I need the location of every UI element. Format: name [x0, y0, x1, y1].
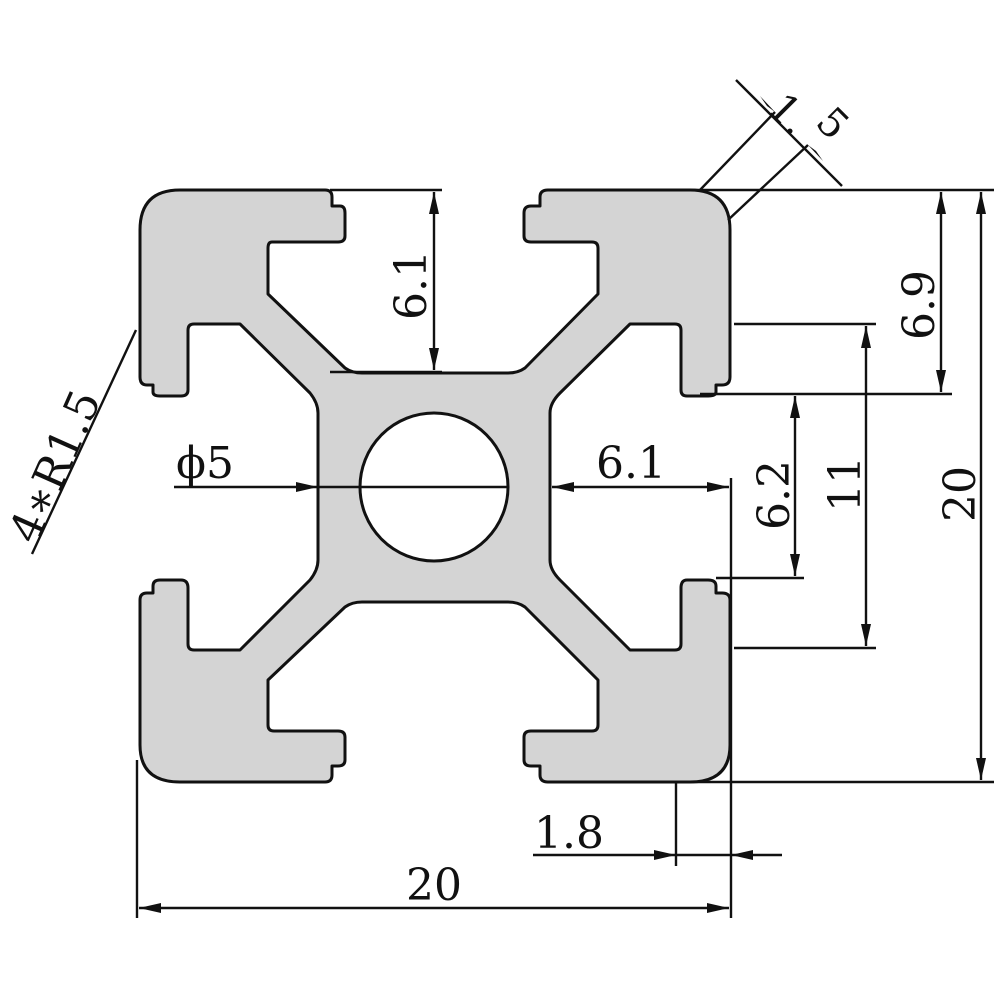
dim-wall-thickness: 1.8	[534, 808, 604, 859]
dim-chamfer-a: 1.	[759, 85, 819, 145]
dim-slot-width-outer: 6.9	[894, 270, 945, 340]
dim-corner-radius: 4∗R1.5	[0, 383, 112, 551]
dim-center-hole: ϕ5	[176, 438, 234, 489]
dim-slot-depth-right: 6.1	[596, 438, 666, 489]
dim-slot-width-mid: 11	[820, 456, 871, 512]
dimension-labels: 6.1 6.9 20 11 6.2 ϕ5 6.1 20 1.8 4∗R1.5 1…	[0, 85, 986, 911]
dim-height-total: 20	[935, 466, 986, 522]
dimension-lines	[30, 79, 986, 913]
dim-slot-depth-top: 6.1	[386, 250, 437, 320]
dim-slot-width-inner: 6.2	[749, 460, 800, 530]
extension-lines	[135, 111, 994, 918]
dim-chamfer-b: 5	[807, 99, 858, 150]
dim-width-total: 20	[406, 860, 462, 911]
